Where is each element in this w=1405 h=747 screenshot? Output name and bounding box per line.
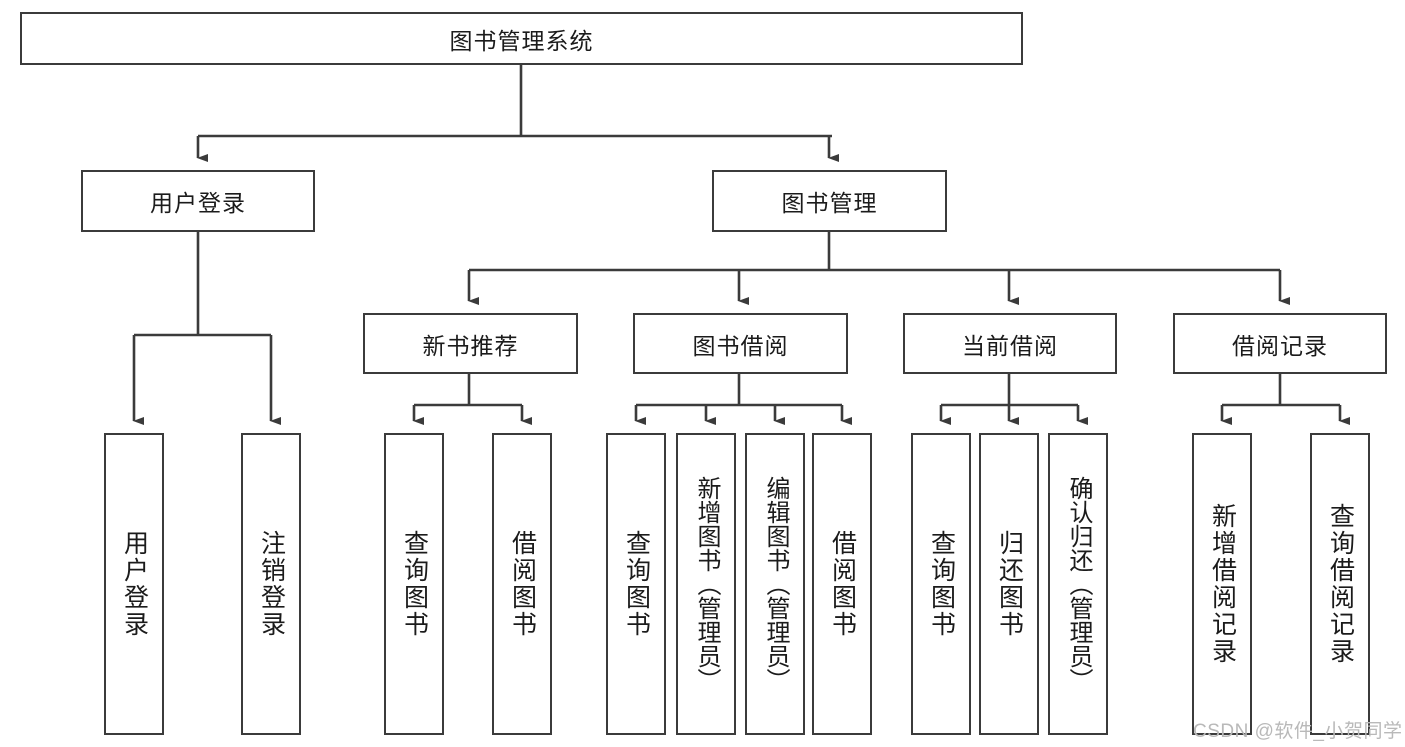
- node-label: 用户登录: [150, 190, 246, 216]
- node-current-borrow[interactable]: 当前借阅: [903, 313, 1117, 374]
- node-label: 查询图书: [927, 530, 956, 638]
- node-label: 用户登录: [120, 530, 149, 638]
- leaf-query-book-3[interactable]: 查询图书: [911, 433, 971, 735]
- leaf-user-login[interactable]: 用户登录: [104, 433, 164, 735]
- node-label: 新增图书（管理员）: [692, 476, 720, 692]
- leaf-return-book[interactable]: 归还图书: [979, 433, 1039, 735]
- node-label: 查询借阅记录: [1326, 503, 1355, 665]
- node-borrow-record[interactable]: 借阅记录: [1173, 313, 1387, 374]
- watermark-text: CSDN @软件_小贺同学: [1193, 721, 1403, 742]
- node-book-borrow[interactable]: 图书借阅: [633, 313, 848, 374]
- node-root-system[interactable]: 图书管理系统: [20, 12, 1023, 65]
- leaf-query-book-1[interactable]: 查询图书: [384, 433, 444, 735]
- node-new-book-recommend[interactable]: 新书推荐: [363, 313, 578, 374]
- node-label: 当前借阅: [962, 332, 1058, 359]
- node-label: 图书管理系统: [449, 27, 594, 54]
- node-label: 归还图书: [995, 530, 1024, 638]
- leaf-edit-book[interactable]: 编辑图书（管理员）: [745, 433, 805, 735]
- leaf-query-record[interactable]: 查询借阅记录: [1310, 433, 1370, 735]
- node-label: 借阅记录: [1232, 332, 1328, 359]
- node-label: 图书借阅: [692, 332, 789, 359]
- node-label: 查询图书: [622, 530, 651, 638]
- node-user-login[interactable]: 用户登录: [81, 170, 315, 232]
- leaf-add-record[interactable]: 新增借阅记录: [1192, 433, 1252, 735]
- node-book-manage[interactable]: 图书管理: [712, 170, 947, 232]
- node-label: 确认归还（管理员）: [1064, 476, 1092, 692]
- leaf-confirm-return[interactable]: 确认归还（管理员）: [1048, 433, 1108, 735]
- leaf-borrow-book-1[interactable]: 借阅图书: [492, 433, 552, 735]
- node-label: 借阅图书: [508, 530, 537, 638]
- node-label: 注销登录: [257, 530, 286, 638]
- node-label: 图书管理: [781, 190, 878, 216]
- leaf-add-book[interactable]: 新增图书（管理员）: [676, 433, 736, 735]
- leaf-query-book-2[interactable]: 查询图书: [606, 433, 666, 735]
- node-label: 新增借阅记录: [1208, 503, 1237, 665]
- node-label: 新书推荐: [422, 332, 519, 359]
- leaf-borrow-book-2[interactable]: 借阅图书: [812, 433, 872, 735]
- node-label: 借阅图书: [828, 530, 857, 638]
- node-label: 编辑图书（管理员）: [761, 476, 789, 692]
- leaf-user-logout[interactable]: 注销登录: [241, 433, 301, 735]
- node-label: 查询图书: [400, 530, 429, 638]
